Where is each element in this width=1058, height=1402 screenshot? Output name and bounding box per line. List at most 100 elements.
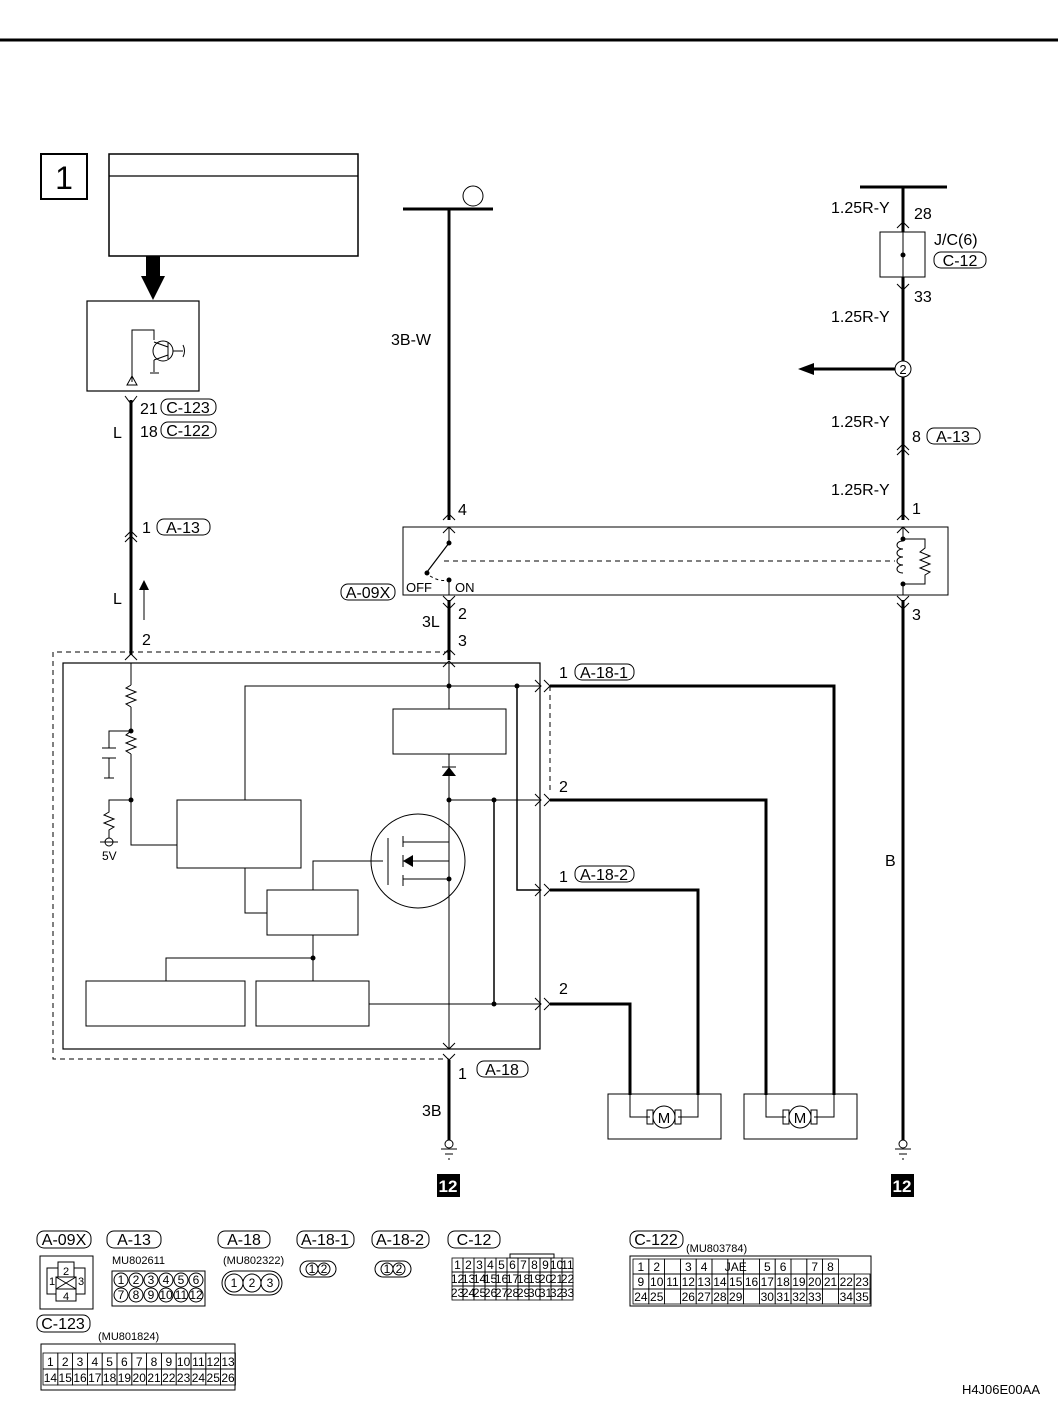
- pin-number: 25: [473, 1286, 487, 1300]
- pin-number: 27: [697, 1290, 711, 1304]
- pin-number: 20: [133, 1371, 147, 1385]
- pin-number: 3: [148, 1273, 155, 1287]
- transistor-output-box: [86, 300, 200, 392]
- pin-number: 15: [59, 1371, 73, 1385]
- svg-text:C-12: C-12: [457, 1232, 492, 1249]
- pin-number: 3: [77, 1355, 84, 1369]
- pin-number: 4: [163, 1273, 170, 1287]
- pin-relay-sw-out: 2: [458, 606, 467, 623]
- pin-number: 19: [118, 1371, 132, 1385]
- pin-jc-in: 28: [914, 206, 932, 223]
- pin-number: 8: [151, 1355, 158, 1369]
- pin-module-power: 3: [458, 633, 467, 650]
- pin-number: 10: [159, 1288, 173, 1302]
- section-number-box: 1: [40, 153, 88, 200]
- pin-number: 2: [321, 1262, 328, 1276]
- pin-number: 30: [761, 1290, 775, 1304]
- pin-number: 6: [193, 1273, 200, 1287]
- connector-tag-c12: C-12: [933, 251, 987, 270]
- svg-text:(MU802322): (MU802322): [223, 1255, 284, 1267]
- connector-pin: [173, 1272, 189, 1288]
- wire-color-3B: 3B: [422, 1103, 442, 1120]
- pin-number: 20: [808, 1275, 822, 1289]
- switch-on-label: ON: [455, 580, 475, 595]
- pin-number: 27: [495, 1286, 509, 1300]
- connector-pin: [128, 1272, 144, 1288]
- pin-number: 15: [484, 1272, 498, 1286]
- connector-tag-a18-2: A-18-2: [574, 865, 635, 884]
- pin-number: 3: [476, 1258, 483, 1272]
- pin-number: JAE: [725, 1260, 747, 1274]
- pin-number: 24: [192, 1371, 206, 1385]
- connector-pin: [113, 1272, 129, 1288]
- pin-number: 6: [780, 1260, 787, 1274]
- svg-text:2: 2: [63, 1266, 69, 1278]
- pin-number: 30: [528, 1286, 542, 1300]
- pin-number: 11: [561, 1258, 574, 1272]
- legend-a09x: A-09X 2 1 3 4: [36, 1230, 94, 1310]
- pin-a18-1-2: 2: [559, 779, 568, 796]
- control-unit-box: [108, 153, 359, 257]
- grid-cell: [664, 1258, 681, 1275]
- pin-number: 22: [162, 1371, 176, 1385]
- pin-number: 28: [713, 1290, 727, 1304]
- pin-number: 3: [685, 1260, 692, 1274]
- pin-number: 20: [539, 1272, 553, 1286]
- wire-color-L-mid: L: [113, 591, 122, 608]
- pin-number: 26: [484, 1286, 498, 1300]
- pin-number: 19: [792, 1275, 806, 1289]
- pin-number: 14: [713, 1275, 727, 1289]
- pin-number: 29: [517, 1286, 531, 1300]
- pin-a13-left: 1: [142, 520, 151, 537]
- pin-number: 9: [638, 1275, 645, 1289]
- pin-number: 18: [776, 1275, 790, 1289]
- section-number: 1: [55, 160, 73, 196]
- junction-ref-2: 2: [894, 360, 912, 378]
- pin-number: 16: [495, 1272, 509, 1286]
- pin-number: 34: [840, 1290, 854, 1304]
- pin-c123: 21: [140, 401, 158, 418]
- wire-color-L-top: L: [113, 425, 122, 442]
- pin-number: 7: [136, 1355, 143, 1369]
- ground-point-badge-center: 12: [437, 1174, 460, 1197]
- svg-text:4: 4: [63, 1291, 69, 1303]
- pin-number: 22: [561, 1272, 575, 1286]
- wire-color-3L: 3L: [422, 614, 440, 631]
- svg-text:A-13: A-13: [117, 1232, 151, 1249]
- pin-number: 14: [473, 1272, 487, 1286]
- connector-pin: [260, 1273, 280, 1293]
- relay-a09x: OFF ON: [402, 526, 949, 596]
- pin-number: 11: [666, 1275, 679, 1289]
- pin-module-in: 2: [142, 632, 151, 649]
- connector-pin: [173, 1287, 189, 1303]
- connector-tag-c123: C-123: [160, 398, 217, 417]
- pin-number: 1: [454, 1258, 461, 1272]
- pin-number: 5: [498, 1258, 505, 1272]
- connector-tag-c122: C-122: [160, 421, 217, 440]
- pin-number: 8: [827, 1260, 834, 1274]
- connector-tag-a09x: A-09X: [340, 583, 396, 602]
- pin-number: 4: [701, 1260, 708, 1274]
- svg-text:C-123: C-123: [41, 1316, 85, 1333]
- pin-number: 19: [528, 1272, 542, 1286]
- pin-number: 16: [745, 1275, 759, 1289]
- svg-text:C-123: C-123: [166, 400, 210, 417]
- pin-number: 9: [542, 1258, 549, 1272]
- fan-control-module: 5V: [52, 651, 551, 1061]
- svg-text:M: M: [658, 1110, 671, 1127]
- pin-number: 7: [520, 1258, 527, 1272]
- pin-number: 1: [231, 1276, 238, 1290]
- pin-number: 1: [118, 1273, 125, 1287]
- connector-tag-a18: A-18: [476, 1060, 529, 1079]
- pin-number: 33: [561, 1286, 575, 1300]
- pin-number: 35: [855, 1290, 869, 1304]
- jc-label: J/C(6): [934, 232, 978, 249]
- svg-text:(MU801824): (MU801824): [98, 1331, 159, 1343]
- pin-jc-out: 33: [914, 289, 932, 306]
- pin-number: 7: [811, 1260, 818, 1274]
- pin-number: 2: [465, 1258, 472, 1272]
- pin-a13-right: 8: [912, 429, 921, 446]
- fan-motor-1: M: [607, 1093, 722, 1140]
- ignition-source-icon: [462, 185, 484, 207]
